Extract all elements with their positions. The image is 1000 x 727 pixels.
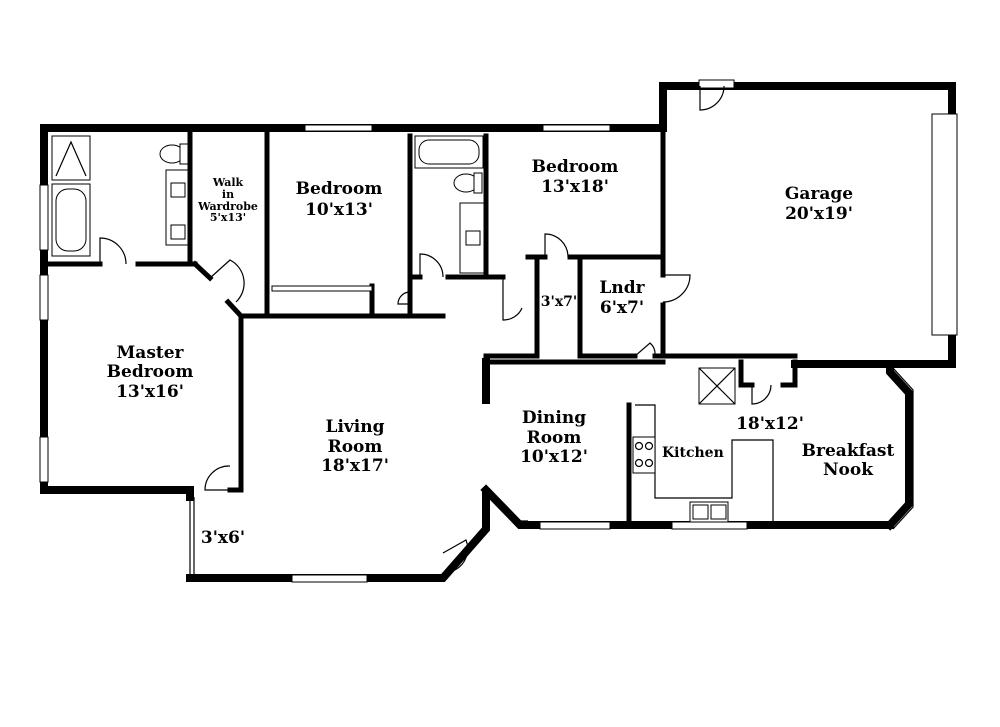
- door-swing: [544, 233, 569, 258]
- bedroom-left-name: Bedroom: [296, 179, 383, 199]
- door-swing: [662, 274, 691, 303]
- garage-dims: 20'x19': [785, 204, 853, 224]
- master-bedroom-line2: Bedroom: [107, 362, 194, 382]
- stove: [632, 436, 656, 474]
- dining-room-dims: 10'x12': [520, 447, 588, 467]
- door-swing: [442, 539, 469, 571]
- dining-room-line2: Room: [527, 428, 582, 448]
- bedroom-left-dims: 10'x13': [305, 200, 373, 220]
- sink: [170, 182, 186, 198]
- window: [304, 124, 373, 132]
- window: [539, 521, 611, 530]
- bedroom-right-dims: 13'x18': [541, 177, 609, 197]
- counter: [635, 404, 774, 525]
- door-swing: [397, 291, 411, 305]
- living-room-dims: 18'x17': [321, 456, 389, 476]
- laundry-dims: 6'x7': [600, 298, 644, 318]
- laundry-name: Lndr: [599, 278, 645, 298]
- wardrobe-label-line2: in: [222, 188, 234, 201]
- window: [542, 124, 611, 132]
- interior-walls: [41, 125, 798, 528]
- wardrobe-label-line1: Walk: [212, 176, 244, 189]
- bay-window: [892, 367, 914, 530]
- doors: [99, 85, 772, 578]
- closet-dims: 3'x7': [541, 294, 577, 310]
- bay-window: [489, 493, 528, 522]
- closet-door-track: [271, 285, 373, 292]
- master-bedroom-dims: 13'x16': [116, 382, 184, 402]
- living-room-line1: Living: [326, 417, 385, 437]
- garage-name: Garage: [785, 184, 853, 204]
- kitchen-name: Kitchen: [662, 445, 724, 461]
- room-labels: Walk in Wardrobe 5'x13' Bedroom 10'x13' …: [107, 157, 895, 548]
- window: [39, 274, 49, 321]
- sink: [465, 230, 481, 246]
- sink: [170, 224, 186, 240]
- wardrobe-label-line3: Wardrobe: [197, 200, 258, 213]
- breakfast-nook-line1: Breakfast: [802, 441, 895, 461]
- kitchen-dims: 18'x12': [736, 414, 804, 434]
- living-room-line2: Room: [328, 437, 383, 457]
- bedroom-right-name: Bedroom: [532, 157, 619, 177]
- walk-in-wardrobe-label: Walk in Wardrobe 5'x13': [197, 176, 258, 224]
- window: [698, 79, 735, 89]
- window: [291, 574, 368, 583]
- bay-window: [889, 371, 910, 526]
- windows: [39, 79, 958, 583]
- wardrobe-dims: 5'x13': [210, 211, 246, 224]
- master-bedroom-line1: Master: [116, 343, 184, 363]
- breakfast-nook-line2: Nook: [823, 460, 874, 480]
- fixtures: [51, 135, 774, 525]
- porch-dims: 3'x6': [201, 528, 245, 548]
- door-swing: [209, 259, 245, 303]
- window: [39, 436, 49, 483]
- door-swing: [634, 342, 656, 357]
- door-swing: [502, 277, 523, 321]
- window: [39, 184, 49, 251]
- garage-door: [931, 113, 958, 336]
- window: [671, 521, 748, 530]
- door-swing: [204, 465, 231, 491]
- door-swing: [699, 85, 725, 111]
- door-swing: [419, 253, 444, 278]
- dining-room-line1: Dining: [522, 408, 586, 428]
- door-swing: [751, 384, 772, 405]
- door-swing: [99, 237, 127, 265]
